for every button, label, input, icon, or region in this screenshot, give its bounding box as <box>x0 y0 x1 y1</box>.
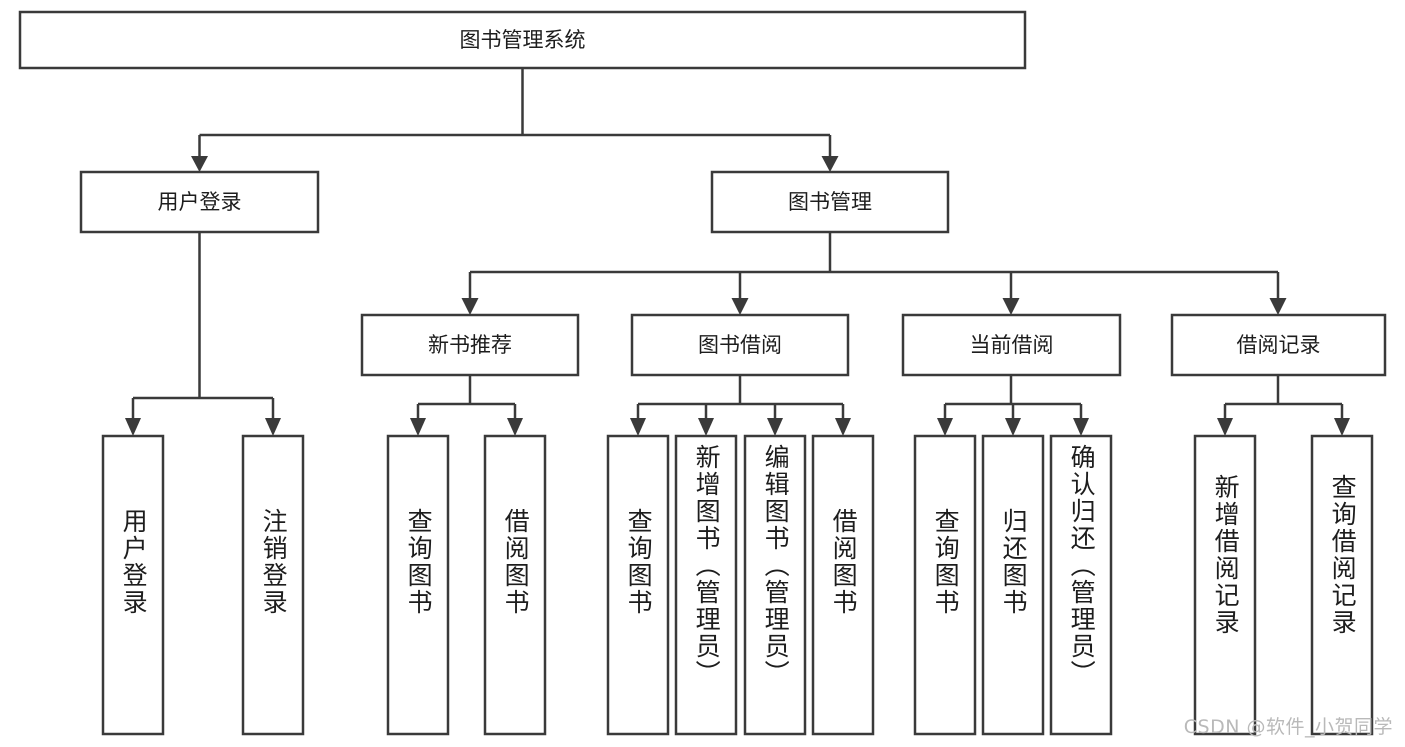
connector-group-book-borrow <box>630 375 851 436</box>
connector-group-current-borrow <box>937 375 1089 436</box>
node-book-borrow-label: 图书借阅 <box>698 333 782 357</box>
leaf-box-confirm-return[interactable] <box>1049 434 1113 736</box>
leaf-box-group <box>101 434 1374 736</box>
leaf-box-add-record[interactable] <box>1193 434 1257 736</box>
connector-group-user-login <box>125 232 281 436</box>
arrow-head-leaf-query-record <box>1334 418 1350 436</box>
leaf-box-user-login[interactable] <box>101 434 165 736</box>
arrow-head-current-borrow <box>1002 298 1020 315</box>
node-book-borrow-box[interactable] <box>630 313 850 377</box>
node-root-label: 图书管理系统 <box>460 28 586 52</box>
node-user-login-box[interactable] <box>79 170 320 234</box>
connector-group-new-book-recommend <box>410 375 523 436</box>
node-root[interactable]: 图书管理系统 <box>18 10 1027 70</box>
node-book-manage-box[interactable] <box>710 170 950 234</box>
node-current-borrow-box[interactable] <box>901 313 1122 377</box>
arrow-head-leaf-add-book <box>698 418 714 436</box>
node-new-book-recommend-label: 新书推荐 <box>428 333 512 357</box>
node-current-borrow-label: 当前借阅 <box>970 333 1054 357</box>
node-book-manage-label: 图书管理 <box>788 190 872 214</box>
arrow-head-leaf-query-book-1 <box>410 418 426 436</box>
node-user-login[interactable]: 用户登录 <box>79 170 320 234</box>
leaf-box-borrow-book-2[interactable] <box>811 434 875 736</box>
arrow-head-user-login <box>191 156 208 172</box>
node-new-book-recommend[interactable]: 新书推荐 <box>360 313 580 377</box>
connector-group-root <box>191 68 839 172</box>
connector-group-borrow-record <box>1217 375 1350 436</box>
arrow-head-leaf-query-book-3 <box>937 418 953 436</box>
leaf-box-query-book-3[interactable] <box>913 434 977 736</box>
arrow-head-leaf-borrow-book-2 <box>835 418 851 436</box>
node-root-box[interactable] <box>18 10 1027 70</box>
arrow-head-leaf-user-logout <box>265 418 281 436</box>
arrow-head-leaf-return-book <box>1005 418 1021 436</box>
arrow-head-borrow-record <box>1269 298 1287 315</box>
node-book-borrow[interactable]: 图书借阅 <box>630 313 850 377</box>
node-borrow-record-label: 借阅记录 <box>1237 333 1321 357</box>
leaf-box-borrow-book-1[interactable] <box>483 434 547 736</box>
arrow-head-book-manage <box>821 156 839 172</box>
node-book-manage[interactable]: 图书管理 <box>710 170 950 234</box>
arrow-head-leaf-user-login <box>125 418 141 436</box>
arrow-head-leaf-query-book-2 <box>630 418 646 436</box>
leaf-box-add-book[interactable] <box>674 434 738 736</box>
node-user-login-label: 用户登录 <box>158 190 242 214</box>
leaf-box-query-book-1[interactable] <box>386 434 450 736</box>
arrow-head-leaf-confirm-return <box>1073 418 1089 436</box>
node-borrow-record-box[interactable] <box>1170 313 1387 377</box>
leaf-box-user-logout[interactable] <box>241 434 305 736</box>
leaf-box-query-book-2[interactable] <box>606 434 670 736</box>
leaf-box-return-book[interactable] <box>981 434 1045 736</box>
arrow-head-leaf-edit-book <box>767 418 783 436</box>
connector-group-book-manage <box>461 232 1287 315</box>
watermark-text: CSDN @软件_小贺同学 <box>1183 716 1393 738</box>
arrow-head-book-borrow <box>731 298 749 315</box>
node-new-book-recommend-box[interactable] <box>360 313 580 377</box>
leaf-box-edit-book[interactable] <box>743 434 807 736</box>
arrow-head-new-book-recommend <box>461 298 479 315</box>
leaf-box-query-record[interactable] <box>1310 434 1374 736</box>
node-borrow-record[interactable]: 借阅记录 <box>1170 313 1387 377</box>
arrow-head-leaf-add-record <box>1217 418 1233 436</box>
arrow-head-leaf-borrow-book-1 <box>507 418 523 436</box>
node-current-borrow[interactable]: 当前借阅 <box>901 313 1122 377</box>
